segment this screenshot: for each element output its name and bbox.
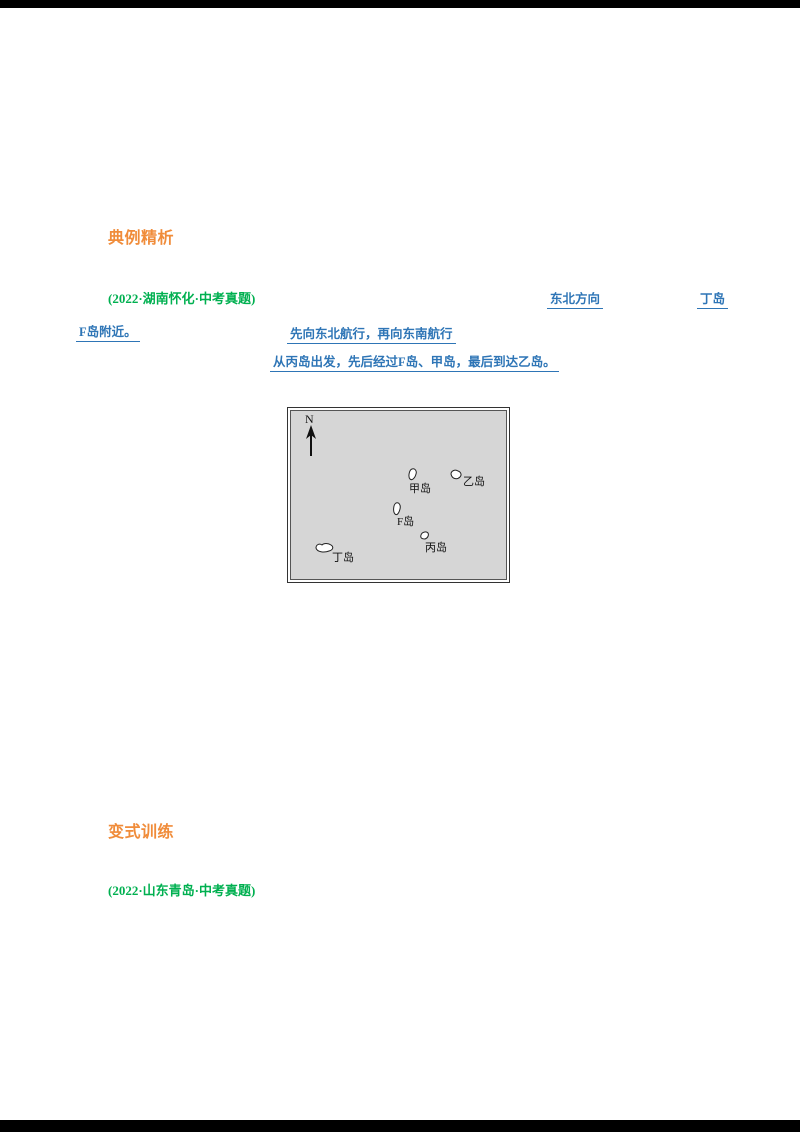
island-map-canvas: N 甲岛 乙岛 F岛 丙岛 [290, 410, 507, 580]
answer-blank-route-description: 从丙岛出发，先后经过F岛、甲岛，最后到达乙岛。 [270, 351, 559, 372]
practice-source-citation: (2022·山东青岛·中考真题) [108, 883, 256, 898]
island-label-bing: 丙岛 [425, 542, 447, 554]
example-source-citation: (2022·湖南怀化·中考真题) [108, 291, 256, 306]
island-shape-bing [420, 531, 429, 540]
answer-line-continuation: F岛附近。 [76, 321, 140, 342]
island-shape-ding [315, 543, 334, 553]
compass-north-label: N [305, 412, 314, 426]
island-map-figure: N 甲岛 乙岛 F岛 丙岛 [287, 407, 510, 583]
answer-blank-island: 丁岛 [697, 288, 729, 309]
example-section-header: 典例精析 [108, 230, 175, 247]
island-shape-jia [408, 468, 417, 481]
island-label-ding: 丁岛 [332, 552, 354, 564]
island-label-yi: 乙岛 [463, 476, 485, 488]
north-arrow-icon [306, 425, 316, 456]
answer-blank-direction: 东北方向 [547, 288, 604, 309]
island-label-jia: 甲岛 [409, 483, 431, 495]
document-page: 典例精析 (2022·湖南怀化·中考真题) 东北方向 丁岛 F岛附近。 先向东北… [0, 8, 800, 1120]
island-shape-f [393, 502, 401, 516]
practice-section-header: 变式训练 [108, 824, 175, 841]
island-label-f: F岛 [397, 516, 415, 528]
answer-blank-route-direction: 先向东北航行，再向东南航行 [287, 323, 456, 344]
island-shape-yi [450, 469, 462, 480]
